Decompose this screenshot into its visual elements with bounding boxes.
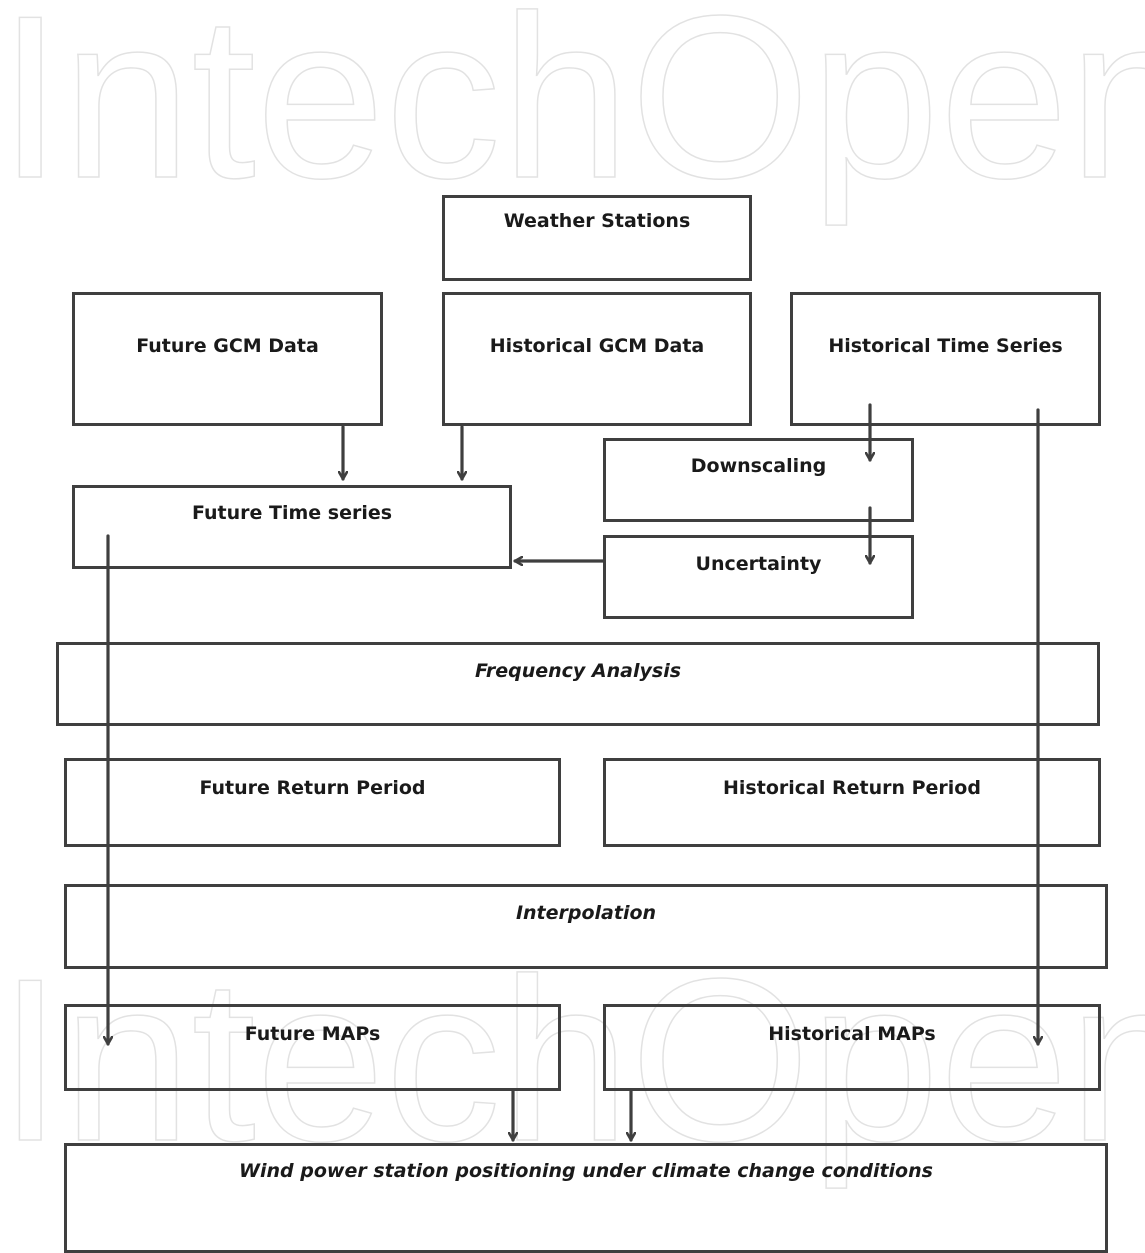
uncertainty-label: Uncertainty [695, 553, 822, 575]
frequency-analysis-label: Frequency Analysis [474, 660, 682, 682]
future-maps-label: Future MAPs [244, 1023, 381, 1045]
interpolation-label: Interpolation [515, 902, 657, 924]
future-maps-box: Future MAPs [64, 1004, 561, 1091]
weather-stations-box: Weather Stations [442, 195, 752, 281]
final-label: Wind power station positioning under cli… [239, 1160, 933, 1182]
historical-gcm-label: Historical GCM Data [489, 335, 705, 357]
future-return-period-box: Future Return Period [64, 758, 561, 847]
historical-return-period-label: Historical Return Period [723, 777, 981, 799]
historical-gcm-box: Historical GCM Data [442, 292, 752, 426]
historical-return-period-box: Historical Return Period [603, 758, 1101, 847]
frequency-analysis-box: Frequency Analysis [56, 642, 1100, 726]
weather-stations-label: Weather Stations [503, 210, 691, 232]
historical-maps-label: Historical MAPs [768, 1023, 936, 1045]
future-time-series-box: Future Time series [72, 485, 512, 569]
historical-time-series-box: Historical Time Series [790, 292, 1101, 426]
interpolation-box: Interpolation [64, 884, 1108, 969]
future-gcm-box: Future GCM Data [72, 292, 383, 426]
future-gcm-label: Future GCM Data [136, 335, 319, 357]
downscaling-label: Downscaling [690, 455, 827, 477]
watermark-top: IntechOpen [0, 0, 1145, 227]
historical-maps-box: Historical MAPs [603, 1004, 1101, 1091]
historical-time-series-label: Historical Time Series [828, 335, 1063, 357]
future-return-period-label: Future Return Period [199, 777, 426, 799]
downscaling-box: Downscaling [603, 438, 914, 522]
future-time-series-label: Future Time series [191, 502, 393, 524]
uncertainty-box: Uncertainty [603, 535, 914, 619]
watermark-bottom: IntechOpen [0, 931, 1145, 1190]
